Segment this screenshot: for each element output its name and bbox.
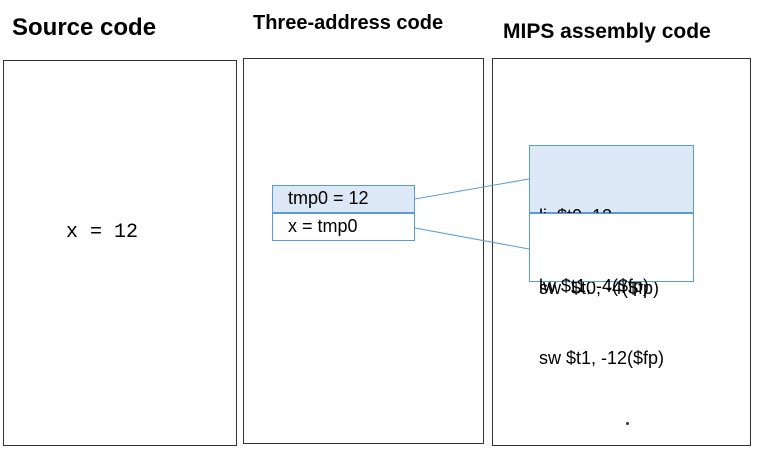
mips-block-2-line-1: lw $t1, -4($fp) [539, 276, 650, 296]
connector-tac2-to-mips2 [414, 227, 530, 250]
mips-block-2-line-2: sw $t1, -12($fp) [539, 348, 665, 368]
connector-tac1-to-mips1 [414, 178, 530, 200]
tac-instruction-2: x = tmp0 [272, 213, 415, 241]
source-code-statement: x = 12 [66, 221, 139, 244]
source-code-panel [3, 60, 237, 446]
mips-block-2: lw $t1, -4($fp) sw $t1, -12($fp) [529, 213, 694, 368]
tac-instruction-1: tmp0 = 12 [272, 185, 415, 213]
three-address-code-title: Three-address code [253, 12, 444, 34]
mips-block-1-line-2: sw $t0, -4($fp) [539, 278, 660, 298]
three-address-code-panel [243, 58, 484, 444]
source-code-title: Source code [12, 14, 157, 41]
mips-assembly-code-title: MIPS assembly code [503, 20, 711, 43]
stray-dot [626, 422, 629, 425]
